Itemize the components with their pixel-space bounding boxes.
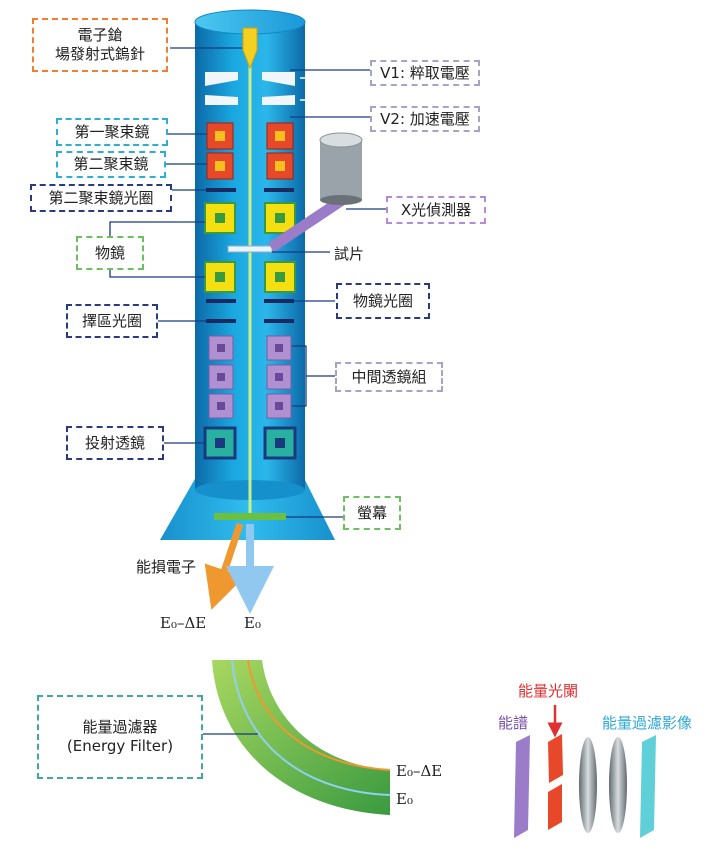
projector-label: 投射透鏡 <box>66 426 164 460</box>
condenser-2-aperture-label: 第二聚束鏡光圈 <box>30 184 172 212</box>
accel-electrode-right <box>262 95 295 105</box>
filtered-image-plate <box>640 735 656 838</box>
v2-label: V2: 加速電壓 <box>370 106 480 132</box>
selected-area-aperture-label: 擇區光圈 <box>66 304 158 338</box>
xray-detector-top <box>319 132 363 148</box>
energy-filtered-image-label: 能量過濾影像 <box>602 714 693 732</box>
filter-e0-minus-de-path <box>247 659 391 771</box>
slit-lower <box>548 784 562 830</box>
specimen <box>227 245 273 253</box>
energy-loss-beam <box>204 522 245 610</box>
filter-e0-label: E₀ <box>396 790 413 808</box>
slit-upper <box>548 734 563 783</box>
e0-minus-de-label: E₀–ΔE <box>160 614 207 632</box>
energy-loss-electrons-label: 能損電子 <box>136 558 197 576</box>
c2-aperture-left <box>206 188 236 192</box>
extraction-electrode-left <box>205 72 238 86</box>
tungsten-tip <box>242 27 258 70</box>
objective-aperture-label: 物鏡光圈 <box>336 283 430 319</box>
fluorescent-screen <box>214 513 286 520</box>
xray-detector-label: X光偵測器 <box>386 196 486 224</box>
screen-label: 螢幕 <box>343 496 401 530</box>
intermediate-lenses <box>208 335 292 419</box>
specimen-label: 試片 <box>334 245 365 263</box>
filter-e0-minus-de-label: E₀–ΔE <box>396 762 443 780</box>
extraction-electrode-right <box>262 72 295 86</box>
leader-lines <box>109 47 388 518</box>
xray-detector-body <box>320 140 362 200</box>
energy-spectrum-label: 能譜 <box>498 714 529 732</box>
c2-aperture-right <box>264 188 294 192</box>
condenser-1-label: 第一聚束鏡 <box>56 118 168 146</box>
voltage-wiring <box>300 37 366 101</box>
v1-label: V1: 粹取電壓 <box>370 60 480 86</box>
spectrum-plate <box>514 735 530 838</box>
lens-1 <box>579 737 597 833</box>
e0-label: E₀ <box>244 614 261 632</box>
xray-detector-arm <box>268 195 346 252</box>
obj-aperture-right <box>264 299 294 303</box>
energy-filter-label: 能量過濾器 (Energy Filter) <box>37 695 203 779</box>
energy-slit-label: 能量光闌 <box>518 682 579 700</box>
lens-2 <box>609 737 627 833</box>
condenser-2-label: 第二聚束鏡 <box>56 151 166 178</box>
energy-filter-prism <box>212 660 390 815</box>
objective-label: 物鏡 <box>76 236 144 270</box>
obj-aperture-left <box>206 299 236 303</box>
intermediate-lenses-label: 中間透鏡組 <box>335 362 443 392</box>
electron-gun-label: 電子鎗 場發射式鎢針 <box>32 18 168 72</box>
sa-aperture-right <box>264 319 294 323</box>
accel-electrode-left <box>205 95 238 105</box>
filter-e0-path <box>231 659 391 796</box>
sa-aperture-left <box>206 319 236 323</box>
